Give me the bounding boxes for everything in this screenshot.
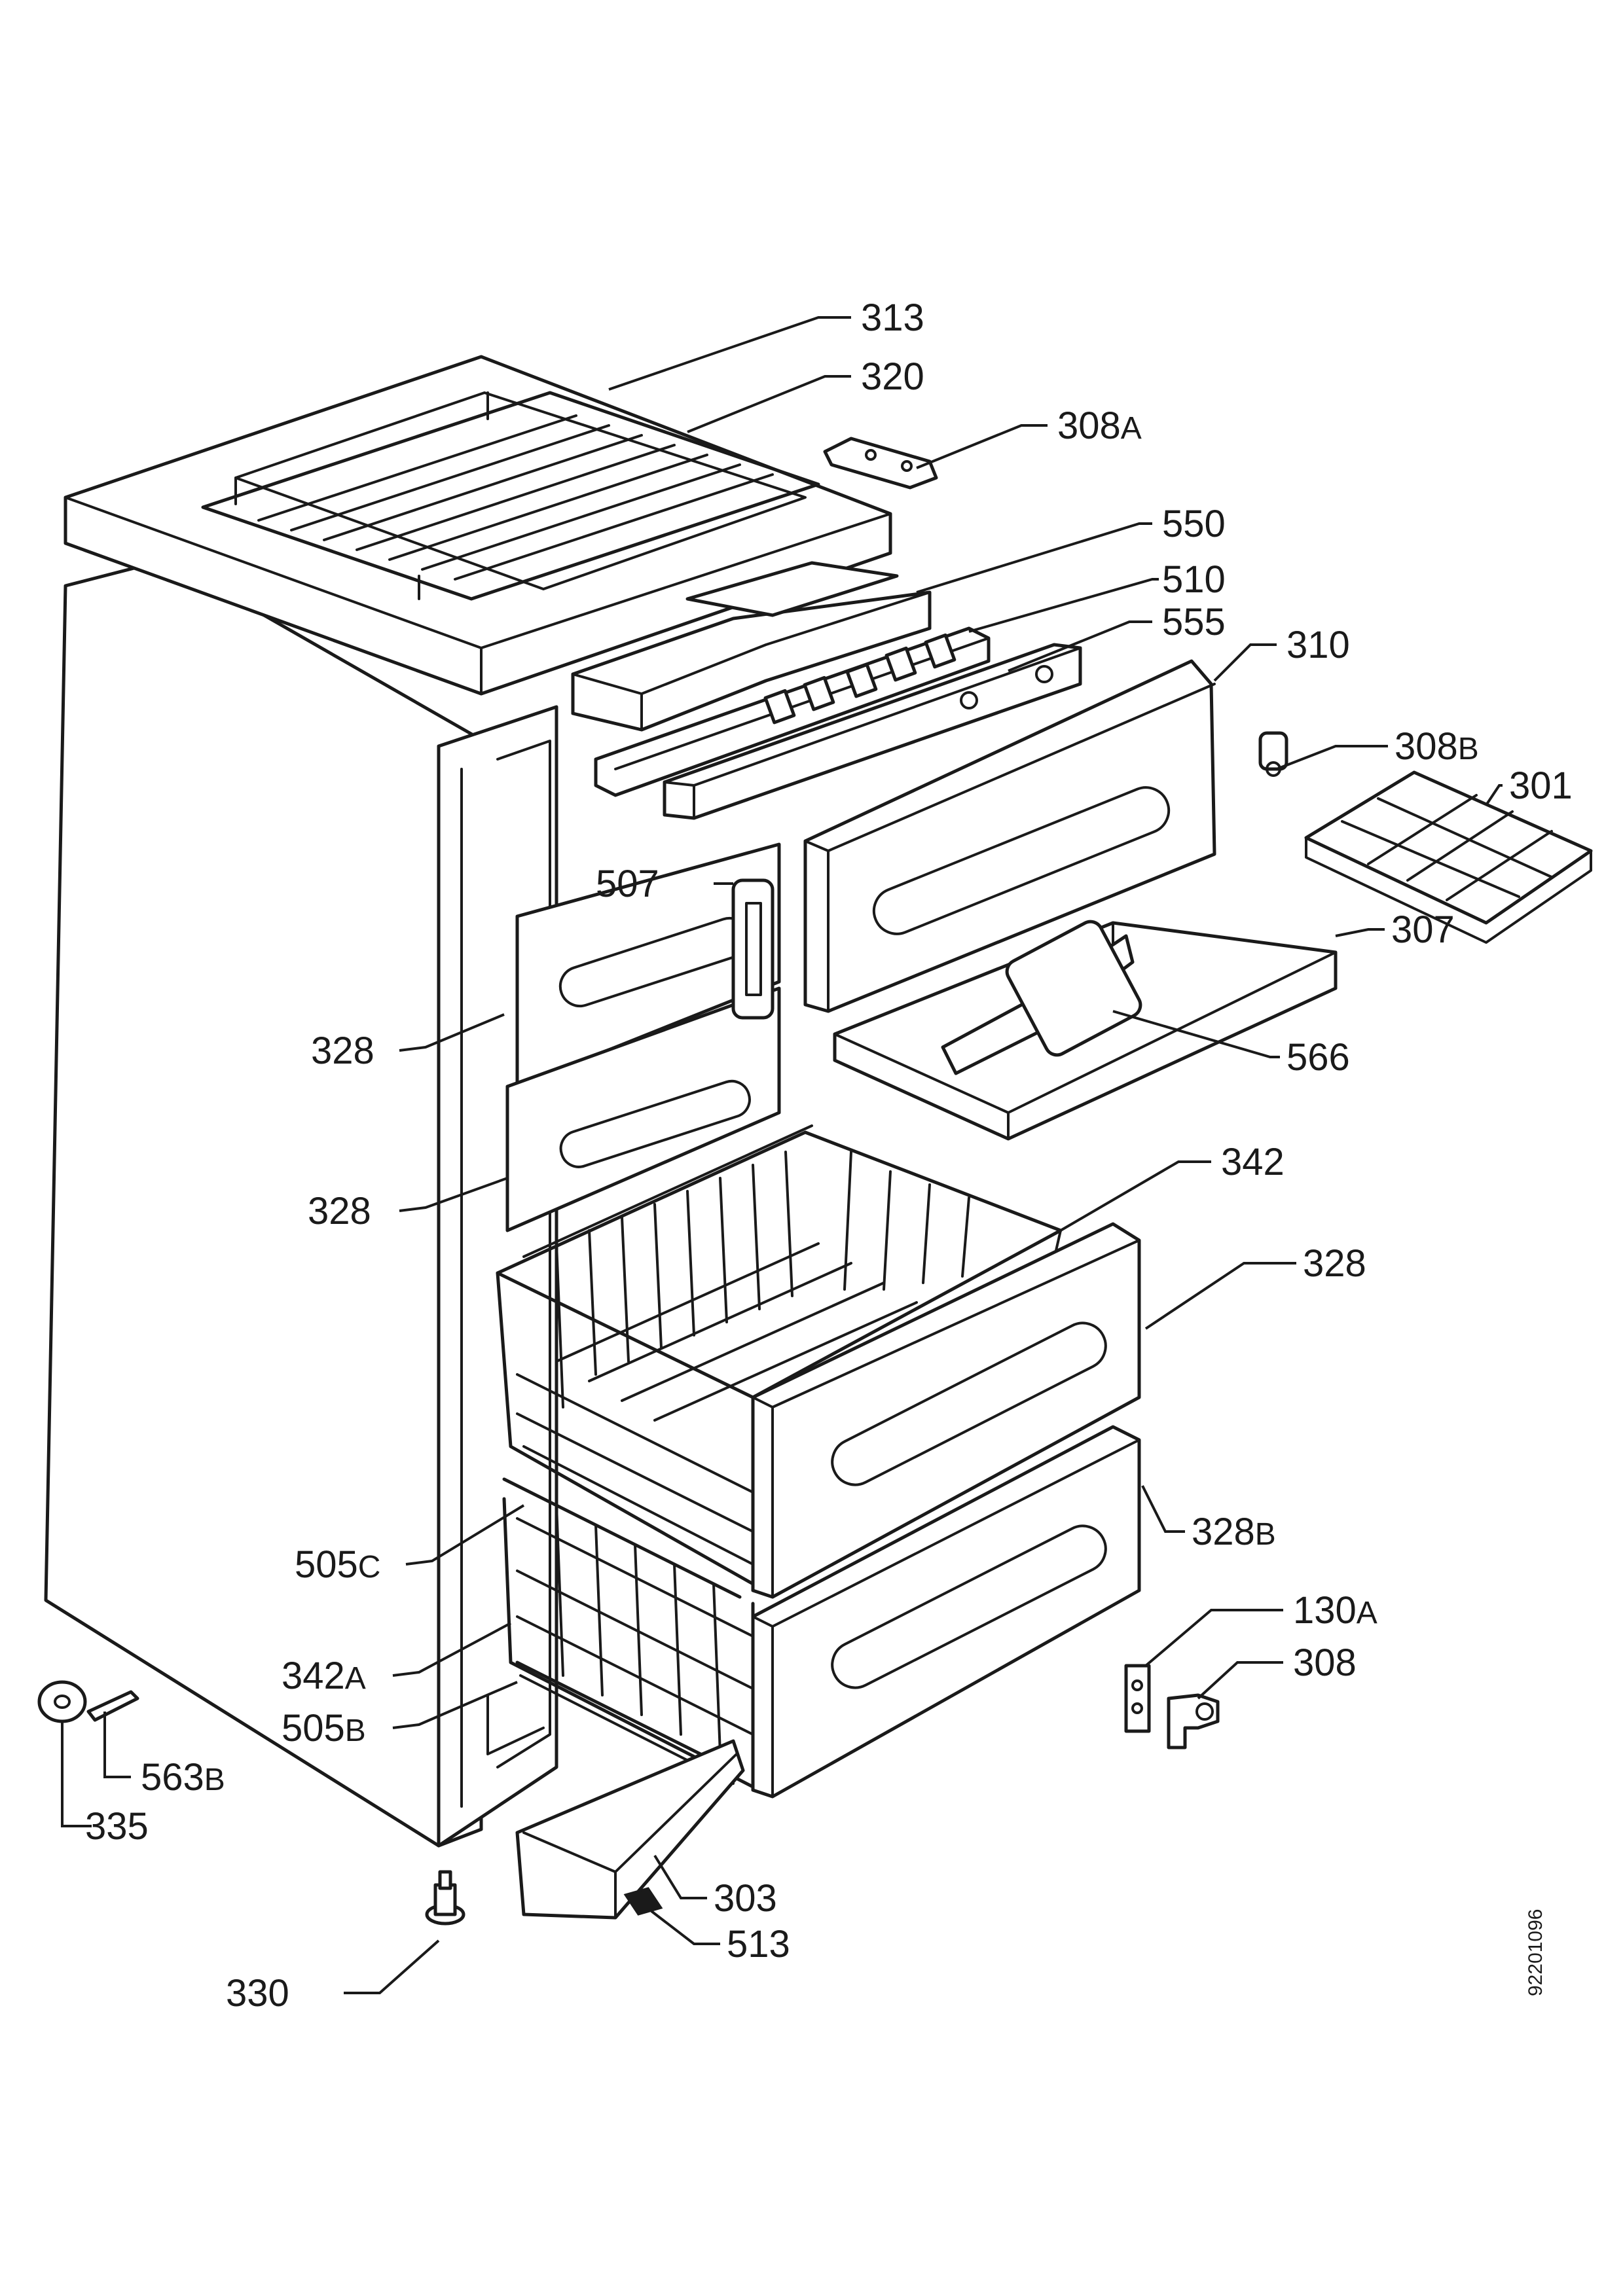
door-hinge xyxy=(731,878,775,1020)
callout-513: 513 xyxy=(727,1923,790,1965)
callout-342: 342 xyxy=(1221,1141,1285,1183)
callout-308b: 308B xyxy=(1395,725,1479,768)
ice-cube-tray xyxy=(1304,770,1593,944)
drawer-front-middle xyxy=(505,986,781,1232)
callout-308a: 308A xyxy=(1057,404,1142,447)
ice-scraper xyxy=(941,920,1142,1075)
cabinet-body xyxy=(44,558,558,1848)
adjustable-foot xyxy=(425,1870,465,1926)
front-bar xyxy=(663,643,1082,820)
callout-505b: 505B xyxy=(282,1707,366,1749)
callout-310: 310 xyxy=(1286,624,1350,666)
foot-spacer xyxy=(37,1680,87,1723)
leader-lines xyxy=(61,316,1503,1994)
callout-328-upper: 328 xyxy=(311,1030,374,1072)
callout-328b: 328B xyxy=(1192,1511,1276,1553)
hinge-plate xyxy=(1124,1664,1151,1733)
callout-328-right: 328 xyxy=(1303,1242,1366,1285)
callout-313: 313 xyxy=(861,296,924,339)
kick-plate-clip xyxy=(623,1887,663,1916)
callout-303: 303 xyxy=(714,1877,777,1920)
callout-555: 555 xyxy=(1162,601,1226,643)
hinge-pin-upper xyxy=(1258,731,1288,777)
callout-130a: 130A xyxy=(1293,1589,1377,1632)
hinge-bracket-top xyxy=(823,437,938,490)
callout-507: 507 xyxy=(596,863,659,905)
callout-550: 550 xyxy=(1162,503,1226,545)
callout-335: 335 xyxy=(85,1805,149,1848)
top-cover xyxy=(64,355,892,696)
callout-320: 320 xyxy=(861,355,924,398)
drawing-reference-number: 92201096 xyxy=(1525,1909,1546,1996)
evaporator-cover xyxy=(571,561,932,732)
kick-plate xyxy=(515,1739,745,1920)
callout-563b: 563B xyxy=(141,1756,225,1799)
flap-door xyxy=(803,659,1216,1013)
callout-505c: 505C xyxy=(295,1543,380,1586)
callout-566: 566 xyxy=(1286,1036,1350,1079)
callout-307: 307 xyxy=(1391,908,1455,951)
wire-shelf xyxy=(201,391,820,601)
drawer-front-right xyxy=(751,1222,1141,1599)
callout-510: 510 xyxy=(1162,558,1226,601)
drawer-front-lower xyxy=(751,1425,1141,1799)
callout-330: 330 xyxy=(226,1972,289,2015)
callout-342a: 342A xyxy=(282,1655,366,1697)
control-panel xyxy=(594,626,991,797)
callout-328-middle: 328 xyxy=(308,1190,371,1232)
hinge-lower xyxy=(1167,1693,1220,1749)
callout-308: 308 xyxy=(1293,1641,1357,1684)
callout-301: 301 xyxy=(1509,764,1573,807)
callout-labels: 313 320 308A 550 510 555 310 308B 301 50… xyxy=(85,296,1573,2015)
spacer-pin xyxy=(86,1690,139,1722)
